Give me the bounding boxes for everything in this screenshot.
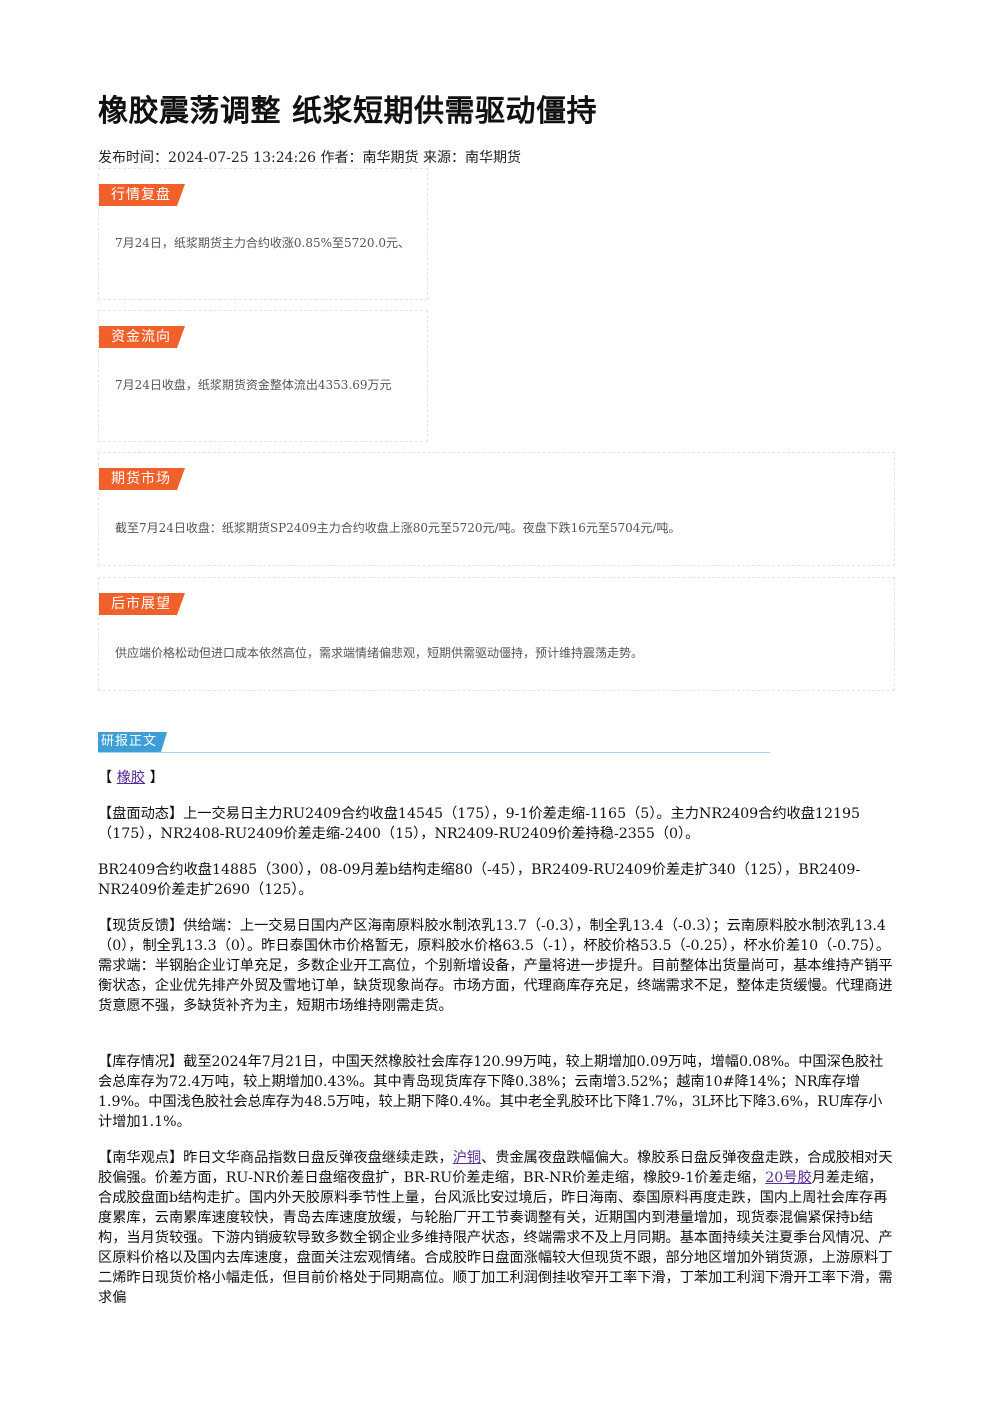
paragraph-nanhua-view: 【南华观点】昨日文华商品指数日盘反弹夜盘继续走跌，沪铜、贵金属夜盘跌幅偏大。橡胶… — [98, 1148, 895, 1308]
section-text: 截至7月24日收盘：纸浆期货SP2409主力合约收盘上涨80元至5720元/吨。… — [115, 521, 681, 535]
paragraph-text: 【库存情况】截至2024年7月21日，中国天然橡胶社会库存120.99万吨，较上… — [98, 1054, 884, 1130]
section-market-review: 行情复盘 7月24日，纸浆期货主力合约收涨0.85%至5720.0元、 — [98, 168, 428, 300]
paragraph-spot-feedback: 【现货反馈】供给端：上一交易日国内产区海南原料胶水制浓乳13.7（-0.3），制… — [98, 916, 895, 1016]
paragraph-market-dynamics: 【盘面动态】上一交易日主力RU2409合约收盘14545（175），9-1价差走… — [98, 804, 895, 844]
text-segment: 【南华观点】昨日文华商品指数日盘反弹夜盘继续走跌， — [98, 1150, 453, 1166]
section-futures-market: 期货市场 截至7月24日收盘：纸浆期货SP2409主力合约收盘上涨80元至572… — [98, 452, 895, 566]
text-segment: 月差走缩，合成胶盘面b结构走扩。国内外天胶原料季节性上量，台风派比安过境后，昨日… — [98, 1170, 893, 1306]
copper-link[interactable]: 沪铜 — [452, 1150, 482, 1166]
section-fund-flow: 资金流向 7月24日收盘，纸浆期货资金整体流出4353.69万元 — [98, 310, 428, 442]
report-heading: 【 橡胶 】 — [98, 768, 895, 788]
section-text: 供应端价格松动但进口成本依然高位，需求端情绪偏悲观，短期供需驱动僵持，预计维持震… — [115, 646, 644, 660]
section-tag: 资金流向 — [99, 326, 185, 348]
article-title: 橡胶震荡调整 纸浆短期供需驱动僵持 — [98, 94, 597, 129]
section-tag: 期货市场 — [99, 468, 185, 490]
section-tag: 后市展望 — [99, 593, 185, 615]
paragraph-text: 【南华观点】昨日文华商品指数日盘反弹夜盘继续走跌，沪铜、贵金属夜盘跌幅偏大。橡胶… — [98, 1148, 895, 1308]
section-tag: 行情复盘 — [99, 184, 185, 206]
paragraph-br-contract: BR2409合约收盘14885（300），08-09月差b结构走缩80（-45）… — [98, 860, 895, 900]
paragraph-text: 【现货反馈】供给端：上一交易日国内产区海南原料胶水制浓乳13.7（-0.3），制… — [98, 918, 893, 1014]
nr20-link[interactable]: 20号胶 — [765, 1170, 812, 1186]
section-outlook: 后市展望 供应端价格松动但进口成本依然高位，需求端情绪偏悲观，短期供需驱动僵持，… — [98, 577, 895, 691]
report-tag: 研报正文 — [98, 732, 167, 752]
paragraph-inventory: 【库存情况】截至2024年7月21日，中国天然橡胶社会库存120.99万吨，较上… — [98, 1052, 895, 1132]
section-text: 7月24日收盘，纸浆期货资金整体流出4353.69万元 — [115, 378, 392, 392]
report-header-bar: 研报正文 — [98, 732, 770, 753]
text-segment: 、贵金属夜盘跌幅偏大。橡胶系日盘反弹夜盘走跌，合成胶相对天胶偏强。价差方面，RU… — [98, 1150, 893, 1186]
bracket-open: 【 — [98, 770, 113, 786]
rubber-link[interactable]: 橡胶 — [116, 770, 146, 786]
section-text: 7月24日，纸浆期货主力合约收涨0.85%至5720.0元、 — [115, 236, 411, 250]
paragraph-text: BR2409合约收盘14885（300），08-09月差b结构走缩80（-45）… — [98, 862, 861, 898]
article-meta: 发布时间：2024-07-25 13:24:26 作者：南华期货 来源：南华期货 — [98, 150, 521, 166]
bracket-close: 】 — [149, 770, 164, 786]
paragraph-text: 【盘面动态】上一交易日主力RU2409合约收盘14545（175），9-1价差走… — [98, 806, 861, 842]
